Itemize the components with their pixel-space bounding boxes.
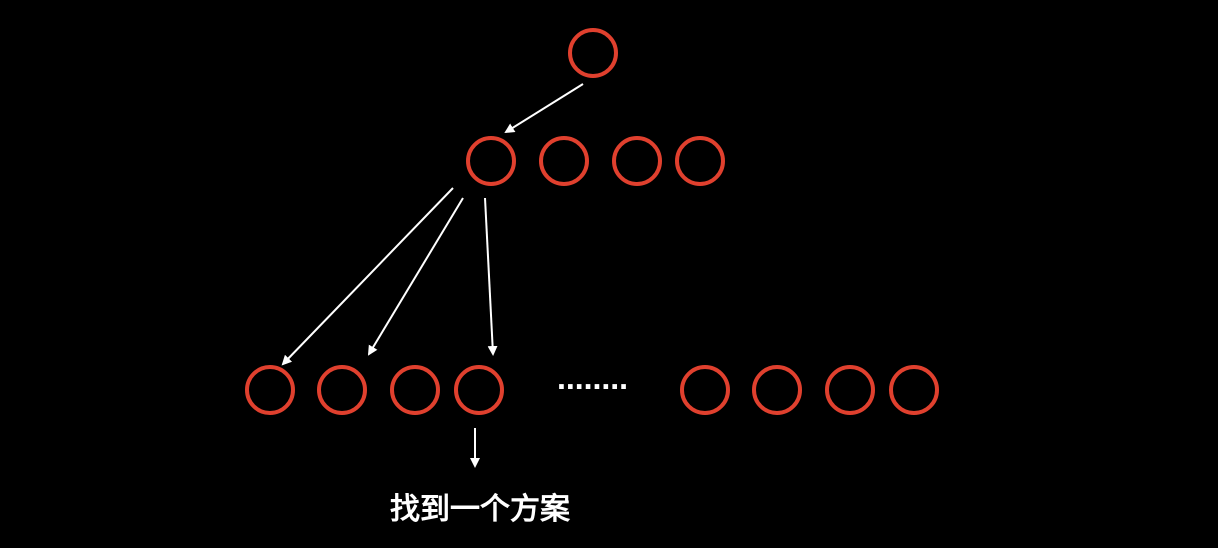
level2-node-3 <box>390 365 440 415</box>
edge-root-to-level1 <box>504 83 584 134</box>
solution-caption: 找到一个方案 <box>390 492 570 527</box>
level1-node-1 <box>466 136 516 186</box>
level2-node-5 <box>680 365 730 415</box>
level1-node-3 <box>612 136 662 186</box>
level1-node-4 <box>675 136 725 186</box>
level2-node-4 <box>454 365 504 415</box>
edge-level1-to-level2-2 <box>367 197 464 356</box>
ellipsis-text: ........ <box>556 366 628 396</box>
root-node <box>568 28 618 78</box>
level2-node-8 <box>889 365 939 415</box>
level2-node-2 <box>317 365 367 415</box>
level2-node-6 <box>752 365 802 415</box>
level1-node-2 <box>539 136 589 186</box>
edge-level1-to-level2-4 <box>484 197 498 356</box>
level2-node-7 <box>825 365 875 415</box>
edge-level1-to-level2-1 <box>281 187 454 366</box>
level2-node-1 <box>245 365 295 415</box>
